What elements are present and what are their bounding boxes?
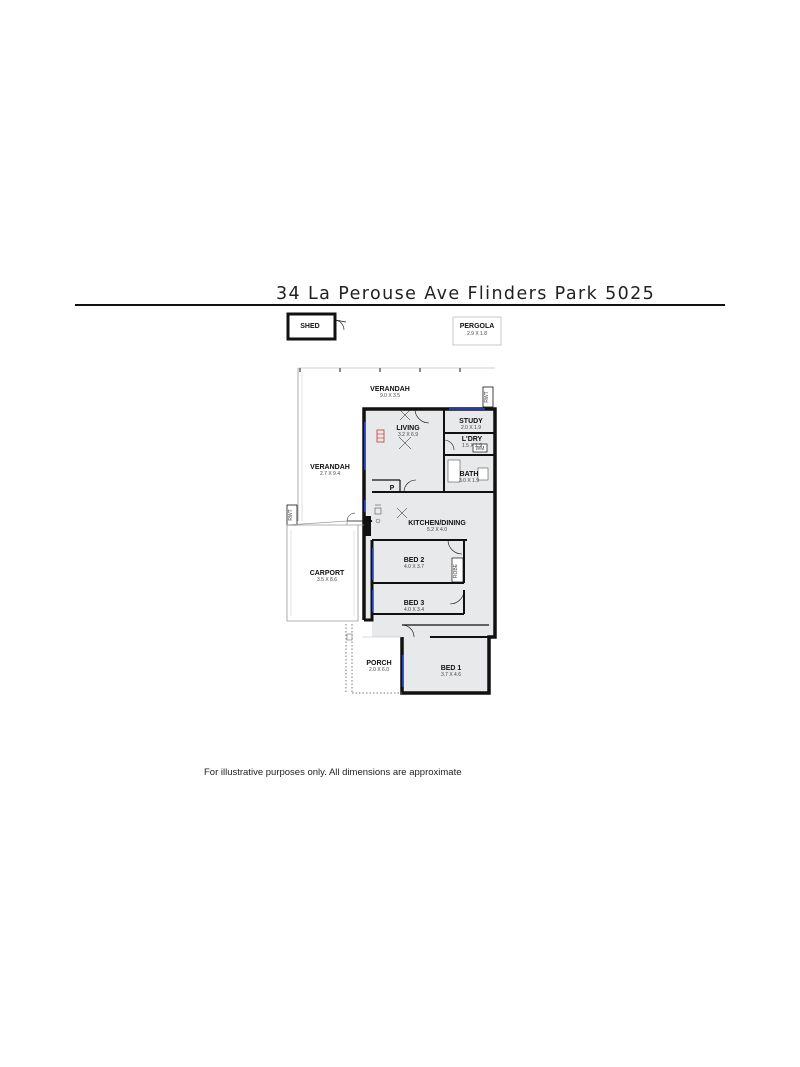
shed: SHED [286, 312, 347, 341]
bed2-dims: 4.0 X 3.7 [404, 564, 424, 570]
verandah-top: VERANDAH 9.0 X 3.5 RWT [297, 367, 495, 521]
verandah-top-dims: 9.0 X 3.5 [380, 393, 400, 399]
pergola: PERGOLA 2.9 X 1.8 [452, 316, 502, 346]
laundry-dims: 1.5 X 1.9 [462, 443, 482, 449]
verandah-side: VERANDAH 2.7 X 9.4 RWT [286, 372, 364, 526]
pantry-label: P [390, 485, 395, 492]
verandah-side-label: VERANDAH [310, 464, 350, 471]
bed2-label: BED 2 [404, 557, 425, 564]
bed1-dims: 3.7 X 4.6 [441, 672, 461, 678]
bed1-label: BED 1 [441, 665, 462, 672]
washing-machine-label: WM [476, 446, 485, 452]
bed3-label: BED 3 [404, 600, 425, 607]
bath-label: BATH [460, 471, 479, 478]
laundry-label: L'DRY [462, 436, 483, 443]
verandah-side-dims: 2.7 X 9.4 [320, 471, 340, 477]
pergola-dims: 2.9 X 1.8 [467, 331, 487, 337]
disclaimer: For illustrative purposes only. All dime… [204, 767, 462, 778]
kitchen-dining-dims: 5.2 X 4.0 [427, 527, 447, 533]
pergola-label: PERGOLA [460, 323, 495, 330]
carport-dims: 3.5 X 8.6 [317, 577, 337, 583]
porch: PORCH 2.0 X 6.0 [345, 624, 402, 694]
robe-label: ROBE [453, 563, 459, 578]
living-label: LIVING [396, 425, 420, 432]
carport-label: CARPORT [310, 570, 345, 577]
title-underline [75, 304, 725, 306]
living-dims: 3.2 X 6.9 [398, 432, 418, 438]
carport: CARPORT 3.5 X 8.6 [286, 520, 364, 622]
house [362, 407, 497, 695]
shed-label: SHED [300, 323, 319, 330]
porch-dims: 2.0 X 6.0 [369, 667, 389, 673]
verandah-top-label: VERANDAH [370, 386, 410, 393]
kitchen-dining-label: KITCHEN/DINING [408, 520, 466, 527]
porch-label: PORCH [366, 660, 391, 667]
study-dims: 2.0 X 1.9 [461, 425, 481, 431]
floorplan-title: 34 La Perouse Ave Flinders Park 5025 [276, 284, 656, 304]
rwt-top-label: RWT [484, 391, 490, 402]
bath-dims: 3.0 X 1.9 [459, 478, 479, 484]
rwt-side-label: RWT [288, 509, 294, 520]
study-label: STUDY [459, 418, 483, 425]
bed3-dims: 4.0 X 3.4 [404, 607, 424, 613]
